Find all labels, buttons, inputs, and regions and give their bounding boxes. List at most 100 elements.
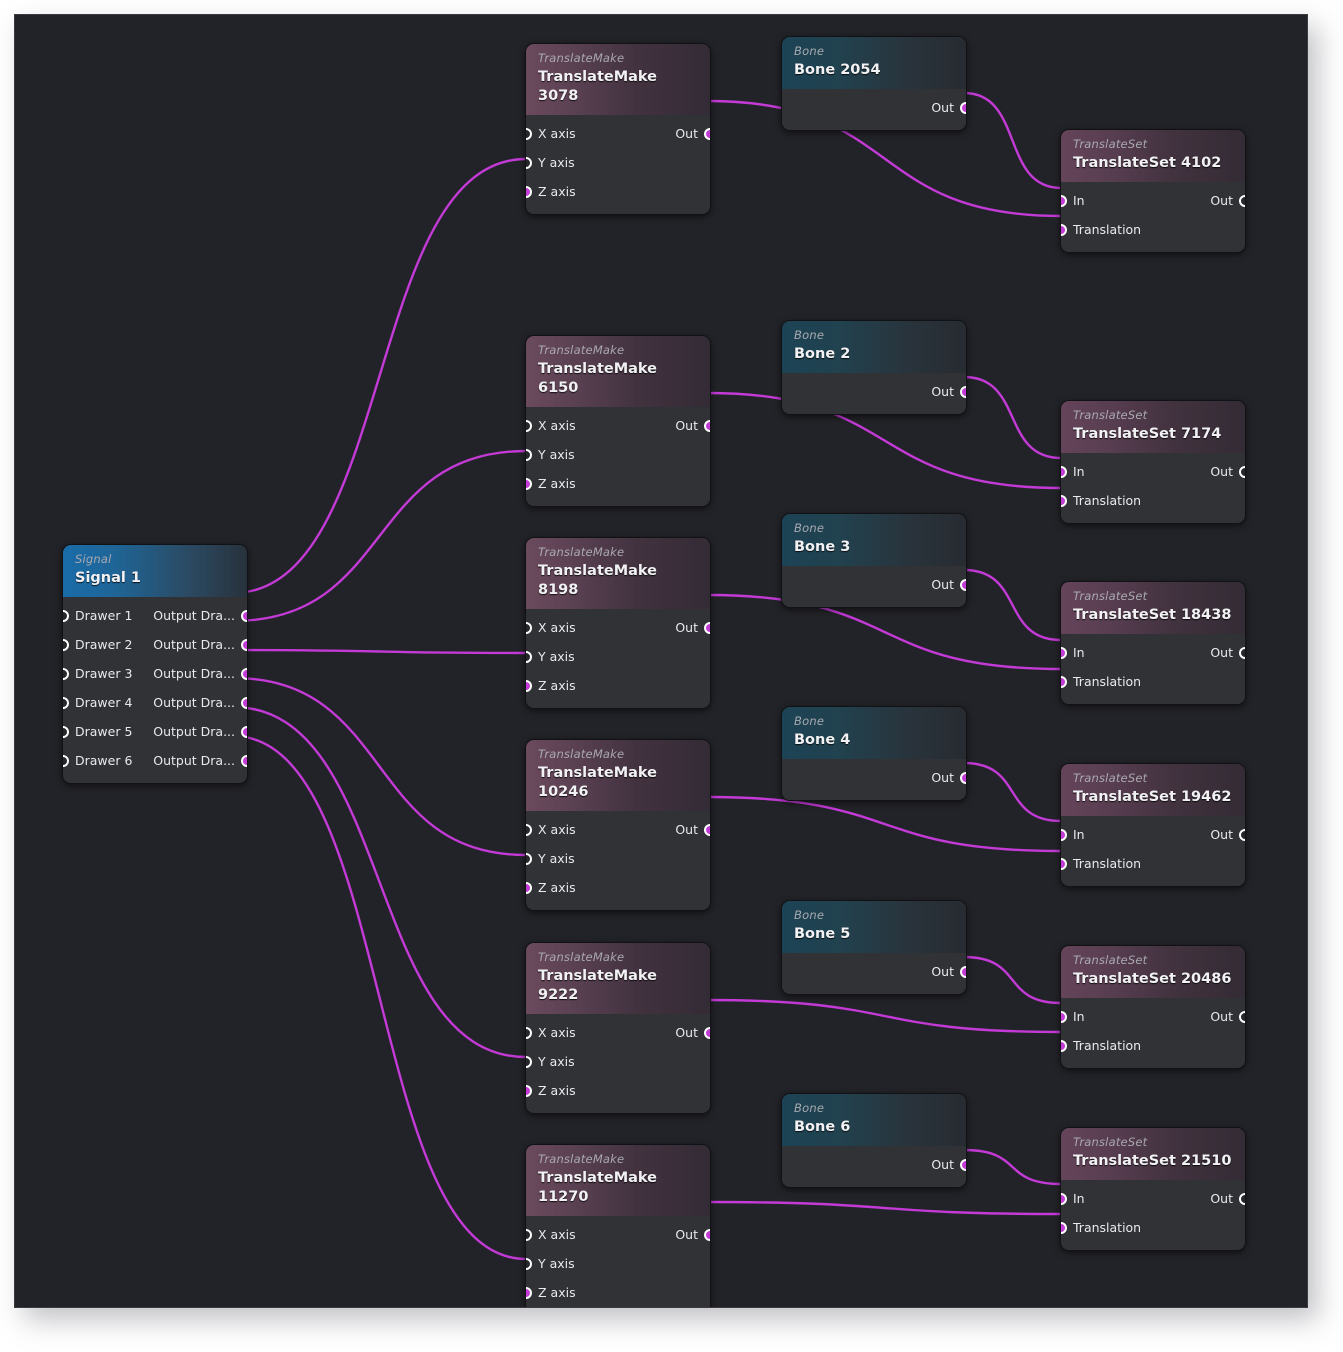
output-port-out[interactable]: [704, 1026, 710, 1039]
input-port-in[interactable]: [1061, 465, 1067, 478]
connection-wire[interactable]: [962, 91, 1063, 190]
input-port-drawer-1[interactable]: [63, 609, 69, 622]
input-port-z-axis[interactable]: [526, 477, 532, 490]
connection-wire[interactable]: [962, 761, 1063, 823]
output-port-output-dra-[interactable]: [241, 638, 247, 651]
connection-wire[interactable]: [231, 734, 528, 1261]
connection-wire[interactable]: [962, 955, 1063, 1005]
input-port-in[interactable]: [1061, 828, 1067, 841]
output-port-output-dra-[interactable]: [241, 754, 247, 767]
input-port-y-axis[interactable]: [526, 1257, 532, 1270]
output-port-out[interactable]: [704, 621, 710, 634]
input-port-x-axis[interactable]: [526, 1026, 532, 1039]
input-port-z-axis[interactable]: [526, 1084, 532, 1097]
output-port-out[interactable]: [960, 385, 966, 398]
connection-wire[interactable]: [231, 157, 528, 595]
output-port-output-dra-[interactable]: [241, 696, 247, 709]
output-port-out[interactable]: [960, 965, 966, 978]
output-port-out[interactable]: [1239, 1192, 1245, 1205]
input-port-translation[interactable]: [1061, 1039, 1067, 1052]
connection-wire[interactable]: [231, 648, 528, 655]
output-port-out[interactable]: [704, 127, 710, 140]
input-port-y-axis[interactable]: [526, 852, 532, 865]
input-port-drawer-2[interactable]: [63, 638, 69, 651]
output-port-output-dra-[interactable]: [241, 725, 247, 738]
output-port-out[interactable]: [960, 578, 966, 591]
output-port-out[interactable]: [704, 419, 710, 432]
input-port-z-axis[interactable]: [526, 881, 532, 894]
output-port-out[interactable]: [960, 771, 966, 784]
connection-wire[interactable]: [706, 795, 1063, 853]
input-port-x-axis[interactable]: [526, 621, 532, 634]
connection-wire[interactable]: [706, 998, 1063, 1034]
connection-wire[interactable]: [706, 1200, 1063, 1216]
input-port-translation[interactable]: [1061, 1221, 1067, 1234]
input-port-translation[interactable]: [1061, 494, 1067, 507]
input-port-translation[interactable]: [1061, 675, 1067, 688]
input-port-x-axis[interactable]: [526, 419, 532, 432]
input-port-z-axis[interactable]: [526, 679, 532, 692]
input-port-in[interactable]: [1061, 1192, 1067, 1205]
input-port-in[interactable]: [1061, 1010, 1067, 1023]
input-port-drawer-4[interactable]: [63, 696, 69, 709]
input-port-drawer-3[interactable]: [63, 667, 69, 680]
input-port-y-axis[interactable]: [526, 448, 532, 461]
input-port-x-axis[interactable]: [526, 127, 532, 140]
output-port-out[interactable]: [1239, 465, 1245, 478]
connection-wire[interactable]: [962, 1148, 1063, 1186]
output-port-out[interactable]: [1239, 194, 1245, 207]
connection-wire[interactable]: [231, 705, 528, 1059]
input-port-translation[interactable]: [1061, 857, 1067, 870]
input-port-x-axis[interactable]: [526, 1228, 532, 1241]
output-port-out[interactable]: [1239, 828, 1245, 841]
output-port-out[interactable]: [704, 1228, 710, 1241]
input-port-translation[interactable]: [1061, 223, 1067, 236]
connection-wire[interactable]: [231, 449, 528, 623]
connection-wire[interactable]: [231, 676, 528, 857]
output-port-out[interactable]: [960, 1158, 966, 1171]
connection-wire[interactable]: [962, 568, 1063, 642]
output-port-output-dra-[interactable]: [241, 667, 247, 680]
input-port-y-axis[interactable]: [526, 156, 532, 169]
input-port-in[interactable]: [1061, 194, 1067, 207]
input-port-z-axis[interactable]: [526, 1286, 532, 1299]
output-port-output-dra-[interactable]: [241, 609, 247, 622]
input-port-y-axis[interactable]: [526, 1055, 532, 1068]
output-port-out[interactable]: [1239, 646, 1245, 659]
input-port-in[interactable]: [1061, 646, 1067, 659]
output-port-out[interactable]: [704, 823, 710, 836]
